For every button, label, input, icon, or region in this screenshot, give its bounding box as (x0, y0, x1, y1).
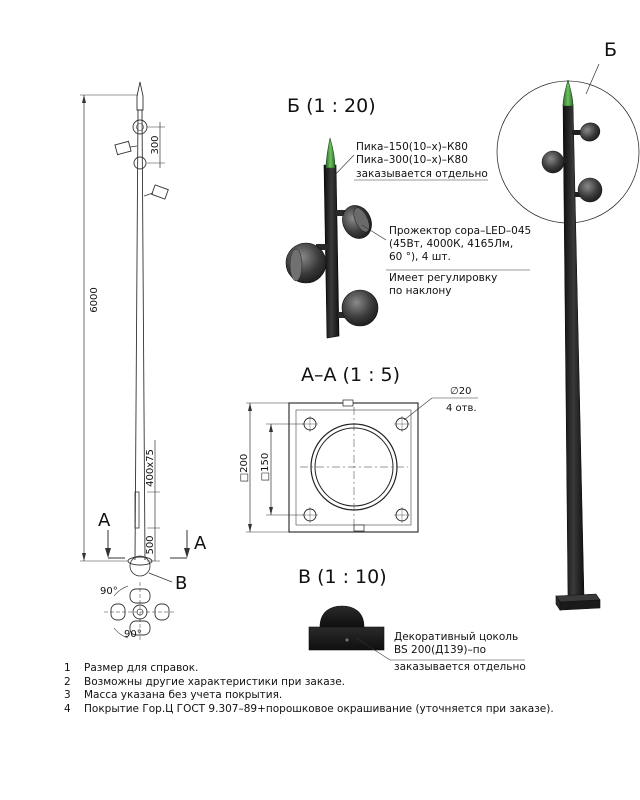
note-number: 1 (64, 662, 71, 674)
note-item: 4 Покрытие Гор.Ц ГОСТ 9.307–89+порошково… (64, 703, 624, 717)
left-lamp-3 (133, 156, 147, 170)
decorative-base-cap (319, 605, 365, 628)
detail-projector-2 (285, 242, 328, 284)
pole-lamp-1 (572, 122, 601, 142)
section-b-title: Б (1 : 20) (287, 95, 376, 117)
dim-plate-outer: □200 (239, 454, 250, 483)
pole-spike (562, 79, 574, 107)
base-plate-outer (288, 402, 419, 533)
callout-projector-line-5: по наклону (389, 285, 451, 297)
note-item: 3 Масса указана без учета покрытия. (64, 689, 624, 703)
decorative-base-box (308, 626, 385, 651)
note-text: Размер для справок. (84, 662, 199, 674)
angle-top: 90° (100, 586, 118, 597)
dim-base-offset: 500 (145, 535, 156, 554)
callout-base-line-1: Декоративный цоколь (394, 631, 518, 643)
detail-projector-1 (336, 205, 372, 239)
cut-a-left: A (98, 510, 111, 531)
callout-projector-line-4: Имеет регулировку (389, 272, 497, 284)
callout-spike-line-2: Пика–300(10–х)–К80 (356, 154, 468, 166)
callout-base-line-2: BS 200(Д139)–по (394, 644, 486, 656)
pole-lamp-3 (575, 177, 603, 203)
pole-shaft (562, 103, 585, 599)
right-pole-3d: Б (496, 39, 640, 611)
section-aa: А–А (1 : 5) □200 □1 (239, 364, 478, 533)
left-spike (136, 81, 144, 111)
left-lamp-2 (114, 140, 138, 156)
callout-projector-line-3: 60 °), 4 шт. (389, 251, 451, 263)
view-b-letter-large: Б (604, 39, 617, 61)
note-text: Покрытие Гор.Ц ГОСТ 9.307–89+порошковое … (84, 702, 554, 715)
section-v-title: В (1 : 10) (298, 566, 387, 588)
detail-b-section: Б (1 : 20) Пика–150(10–х)–К80 Пика– (285, 95, 531, 339)
left-pole-view: 6000 300 400х75 500 A A B (80, 81, 207, 642)
cut-a-right: A (194, 533, 207, 554)
note-item: 2 Возможны другие характеристики при зак… (64, 676, 624, 690)
left-lamp-4 (143, 184, 169, 200)
callout-spike-line-1: Пика–150(10–х)–К80 (356, 141, 468, 153)
note-number: 3 (64, 689, 71, 702)
section-aa-title: А–А (1 : 5) (301, 364, 400, 386)
pole-base-front (559, 599, 601, 611)
note-text: Возможны другие характеристики при заказ… (84, 675, 346, 688)
notes-list: 1 Размер для справок. 2 Возможны другие … (64, 662, 624, 716)
detail-spike (325, 137, 336, 169)
callout-projector-line-2: (45Вт, 4000К, 4165Лм, (389, 238, 513, 250)
dim-top-offset: 300 (150, 135, 161, 154)
note-number: 2 (64, 675, 71, 688)
dim-plate-bolts: □150 (260, 453, 271, 482)
detail-projector-3 (338, 289, 379, 327)
left-lamp-1 (132, 119, 148, 135)
angle-bottom: 90° (124, 629, 142, 640)
callout-spike-line-3: заказывается отдельно (356, 168, 488, 180)
dim-height-total: 6000 (89, 287, 100, 312)
dim-hatch: 400х75 (145, 449, 156, 487)
left-hatch (134, 491, 140, 529)
note-number: 4 (64, 702, 71, 715)
callout-projector-line-1: Прожектор copa–LED–045 (389, 225, 531, 237)
pole-lamp-2 (541, 150, 566, 174)
note-item: 1 Размер для справок. (64, 662, 624, 676)
callout-base-line-3: заказывается отдельно (394, 661, 526, 673)
section-v: В (1 : 10) Декоративный цоколь BS 200(Д1… (298, 566, 526, 673)
note-text: Масса указана без учета покрытия. (84, 689, 283, 702)
view-b-letter-small: B (175, 573, 187, 594)
dim-hole-count: 4 отв. (446, 403, 477, 414)
top-plan-view: 90° 90° (100, 582, 176, 642)
dim-hole-dia: ∅20 (450, 386, 471, 397)
view-b-circle-small (129, 555, 151, 577)
